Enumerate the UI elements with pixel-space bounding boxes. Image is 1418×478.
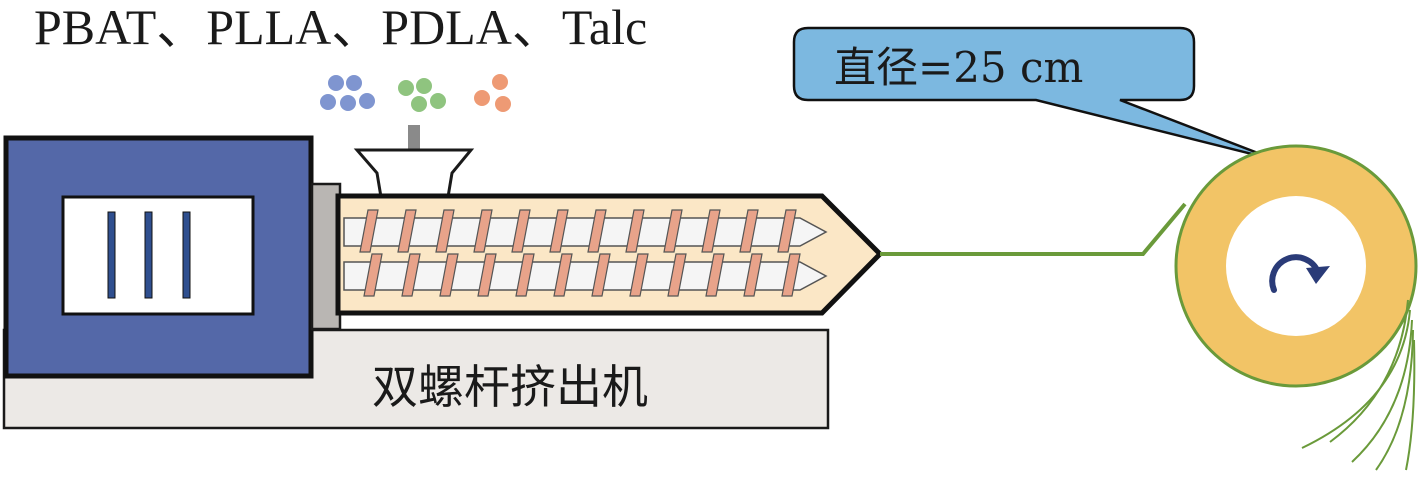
pellet-group-blue [320,75,375,111]
screw-flight [781,253,801,297]
screw-flight [553,253,573,297]
screw-flight [435,209,455,253]
clockwise-rotation-icon [1269,254,1330,293]
screw-flight [667,253,687,297]
screw-flight [663,209,683,253]
materials-label: PBAT、PLLA、PDLA、Talc [34,0,647,55]
feed-hopper [353,148,475,199]
screw-flight [625,209,645,253]
screw-flight [777,209,797,253]
screw-flight [397,209,417,253]
screw-flight [511,209,531,253]
screw-flight [473,209,493,253]
twin-screws [343,209,828,297]
pellet-group-orange [474,74,511,112]
extruder-label: 双螺杆挤出机 [372,360,648,414]
screw-flight [359,209,379,253]
diameter-label: 直径=25 cm [834,43,1083,92]
screw-flight [629,253,649,297]
motor-vent-slots [107,211,191,299]
screw-flight [705,253,725,297]
diameter-callout [792,26,1277,162]
barrel-connector [310,182,342,331]
extruded-filament [880,202,1187,256]
motor-panel [61,195,255,316]
screw-flight [549,209,569,253]
fiber-strands [1301,299,1416,471]
screw-flight [477,253,497,297]
screw-flight [587,209,607,253]
screw-flight [401,253,421,297]
screw-flight [701,209,721,253]
pellet-group-green [398,78,446,112]
roll-core [1226,196,1366,336]
screw-flight [743,253,763,297]
screw-flight [739,209,759,253]
screw-flight [439,253,459,297]
screw-flight [363,253,383,297]
screw-flight [515,253,535,297]
screw-flight [591,253,611,297]
